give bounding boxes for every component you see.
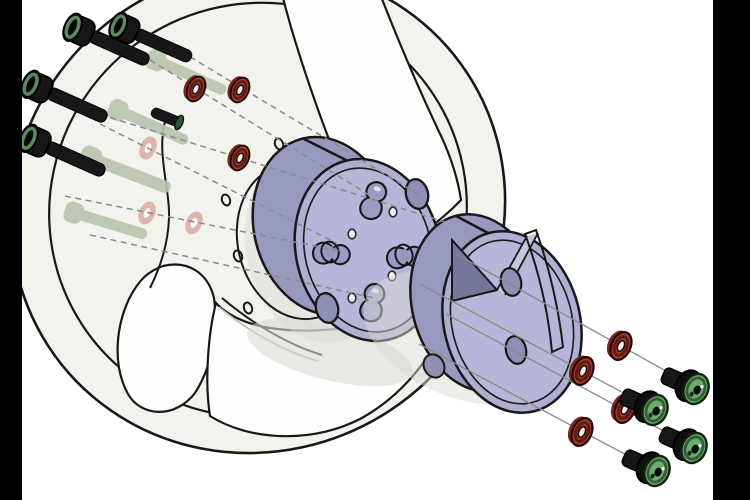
spoke-opening-left <box>116 263 217 413</box>
hub-drop-shadow <box>247 317 413 387</box>
assembly-axis-solid <box>419 283 660 413</box>
qr-bolt-hole <box>499 267 523 297</box>
qr-bolt-hole <box>504 335 528 365</box>
qr-barrel-top-edge <box>455 214 491 236</box>
assembly-axis-dashed <box>171 45 419 195</box>
assembly-axes <box>64 45 701 474</box>
assembly-axis-solid <box>455 253 701 391</box>
cap-screws <box>13 8 199 187</box>
letterbox-left <box>0 0 22 500</box>
letterbox-right <box>713 0 750 500</box>
spoke-edge-line <box>149 111 171 289</box>
screw-tip-fragment <box>150 107 185 131</box>
assembly-axis-dashed <box>99 123 337 244</box>
qr-through-slot <box>523 228 565 354</box>
assembly-axis-solid <box>445 313 698 450</box>
qr-side-hole <box>422 353 446 379</box>
hub-barrel-top-edge <box>301 136 347 162</box>
assembly-axis-solid <box>418 343 661 474</box>
bolt-hole <box>314 292 340 324</box>
assembly-axis-dashed <box>69 104 446 223</box>
trefoil-slot <box>356 178 391 223</box>
drive-peg <box>394 243 414 267</box>
assembly-axis-dashed <box>64 195 341 252</box>
assembly-axis-dashed <box>89 234 375 299</box>
